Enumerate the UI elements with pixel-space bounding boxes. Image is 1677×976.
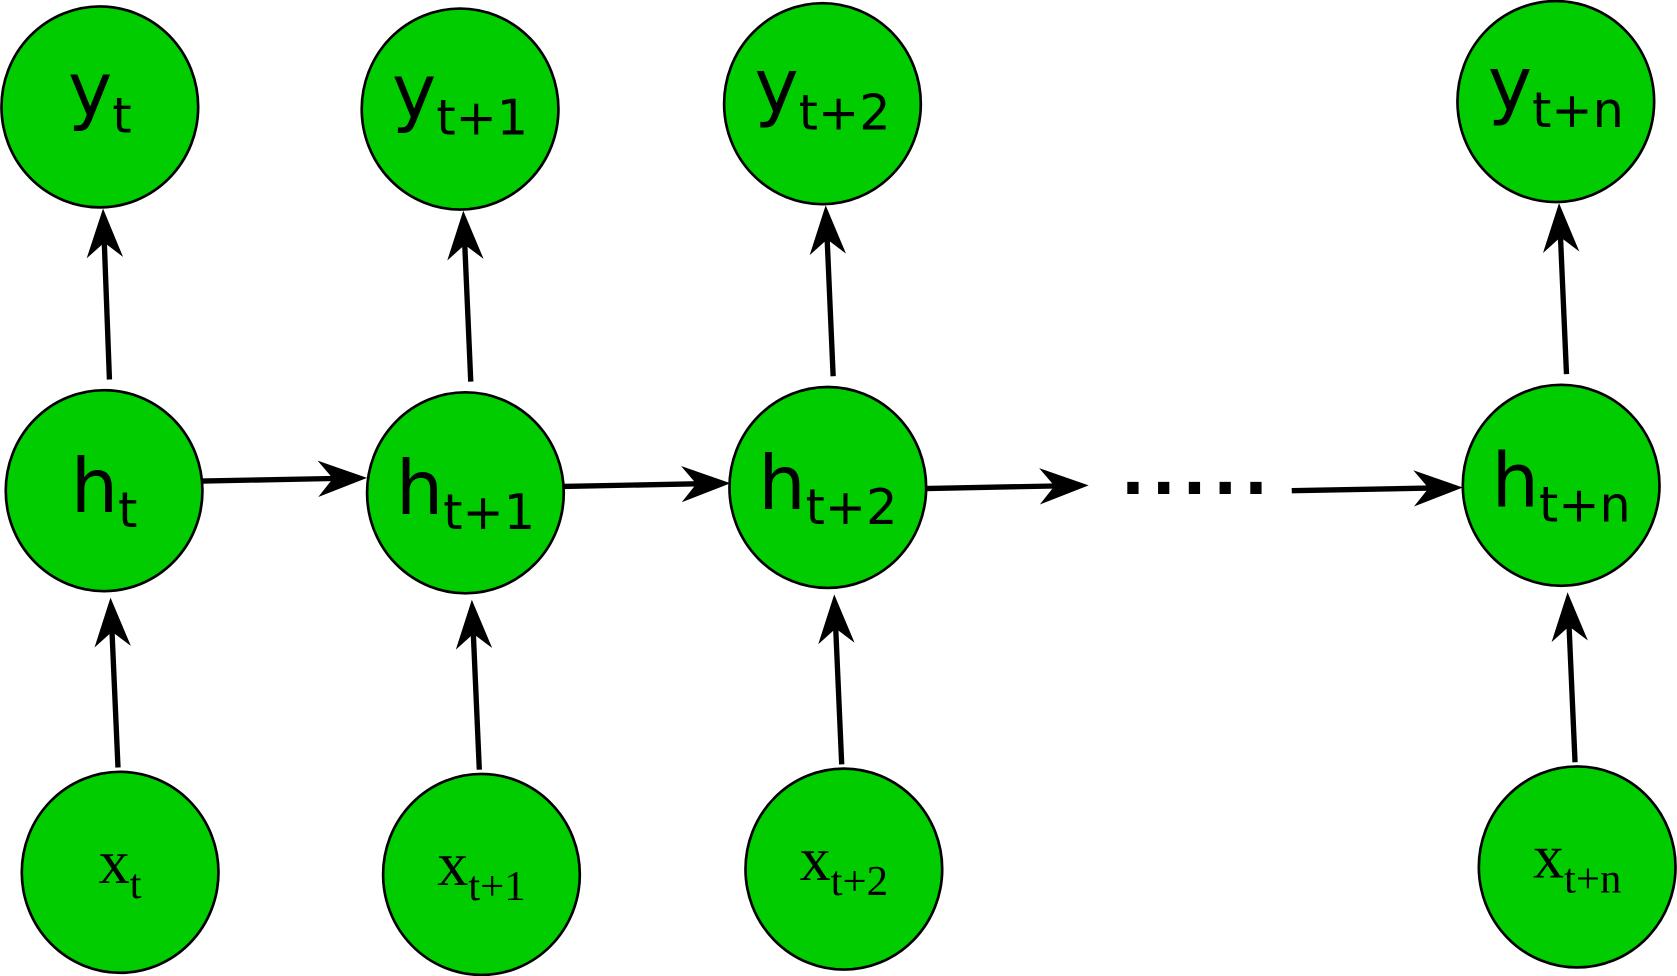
x-label: xt+n [1533, 824, 1621, 903]
node-circle [381, 772, 582, 976]
label-base: h [71, 443, 118, 530]
node-y-1: yt+1 [360, 7, 560, 211]
label-base: x [99, 829, 130, 897]
arrow-head [86, 208, 124, 259]
arrow-shaft [1291, 485, 1429, 494]
label-base: y [68, 46, 112, 133]
arrow-h-to-y [809, 205, 846, 377]
arrow-h-to-h [925, 468, 1089, 505]
node-circle [744, 767, 944, 971]
label-subscript: t+n [1532, 81, 1624, 139]
y-label: yt+2 [754, 43, 890, 141]
label-base: x [437, 831, 468, 899]
arrow-head [809, 205, 846, 256]
node-y-0: yt [0, 5, 200, 209]
h-label: ht+1 [396, 445, 535, 541]
arrow-shaft [824, 239, 836, 377]
label-base: x [800, 826, 831, 894]
label-subscript: t+2 [831, 858, 888, 905]
arrow-shaft [470, 633, 482, 770]
arrow-h-to-h [201, 460, 368, 497]
arrow-head [681, 465, 731, 503]
label-subscript: t [130, 861, 142, 908]
h-label: ht [71, 443, 138, 539]
label-subscript: t+2 [806, 478, 898, 536]
arrow-h-to-y [447, 210, 484, 382]
node-circle [4, 388, 204, 593]
node-circle [365, 390, 566, 595]
node-circle [1477, 765, 1677, 969]
arrow-h-to-y [1543, 203, 1580, 375]
node-x-2: xt+2 [744, 767, 944, 971]
node-x-1: xt+1 [381, 772, 582, 976]
label-subscript: t+1 [443, 483, 535, 541]
arrow-shaft [1566, 626, 1578, 763]
node-h-1: ht+1 [365, 390, 566, 595]
arrow-shaft [101, 242, 113, 380]
arrow-shaft [201, 475, 333, 484]
node-circle [1461, 383, 1661, 588]
node-x-3: xt+n [1477, 765, 1677, 969]
node-h-0: ht [4, 388, 204, 593]
y-label: yt+n [1488, 41, 1624, 139]
arrow-head [1413, 470, 1463, 507]
node-circle [722, 1, 923, 206]
node-circle [728, 385, 928, 590]
label-base: y [392, 49, 436, 136]
node-circle [1456, 0, 1656, 204]
arrow-head [94, 597, 131, 648]
h-label: ht+2 [758, 440, 897, 536]
arrow-shaft [462, 244, 474, 382]
arrow-head [447, 210, 484, 261]
label-subscript: t [118, 481, 137, 539]
label-subscript: t+1 [468, 863, 525, 910]
node-circle [20, 770, 220, 975]
y-label: yt [68, 46, 132, 144]
arrow-shaft [925, 483, 1055, 492]
node-x-0: xt [20, 770, 220, 975]
arrow-h-to-h [1291, 470, 1463, 507]
label-subscript: t+n [1539, 476, 1631, 534]
node-y-3: yt+n [1456, 0, 1656, 204]
arrows [86, 203, 1588, 770]
arrow-x-to-h [455, 599, 493, 770]
node-circle [360, 7, 560, 211]
arrow-h-to-y [86, 208, 124, 380]
arrow-x-to-h [1551, 592, 1588, 763]
label-subscript: t+2 [799, 83, 891, 141]
arrow-head [1543, 203, 1580, 254]
arrow-head [1551, 592, 1588, 643]
node-y-2: yt+2 [722, 1, 923, 206]
arrow-shaft [563, 481, 697, 490]
label-subscript: t+1 [436, 89, 528, 147]
arrow-h-to-h [563, 465, 731, 503]
label-base: y [754, 43, 798, 130]
x-label: xt [99, 829, 142, 908]
arrow-x-to-h [94, 597, 131, 768]
arrow-head [818, 594, 855, 645]
label-base: h [1492, 438, 1539, 525]
arrow-shaft [109, 631, 121, 768]
y-label: yt+1 [392, 49, 528, 147]
label-base: x [1533, 824, 1564, 892]
ellipsis: ..... [1121, 435, 1275, 510]
h-label: ht+n [1492, 438, 1631, 534]
label-base: y [1488, 41, 1532, 128]
label-base: h [396, 445, 443, 532]
label-subscript: t+n [1564, 856, 1621, 903]
arrow-x-to-h [818, 594, 855, 765]
arrow-head [455, 599, 493, 650]
arrow-head [317, 460, 368, 497]
node-h-2: ht+2 [728, 385, 928, 590]
label-subscript: t [112, 87, 131, 145]
x-label: xt+2 [800, 826, 888, 905]
node-h-3: ht+n [1461, 383, 1661, 588]
x-label: xt+1 [437, 831, 525, 910]
label-base: h [758, 440, 805, 527]
arrow-shaft [1557, 237, 1570, 375]
node-circle [0, 5, 200, 209]
arrow-shaft [833, 628, 845, 765]
arrow-head [1039, 468, 1089, 505]
